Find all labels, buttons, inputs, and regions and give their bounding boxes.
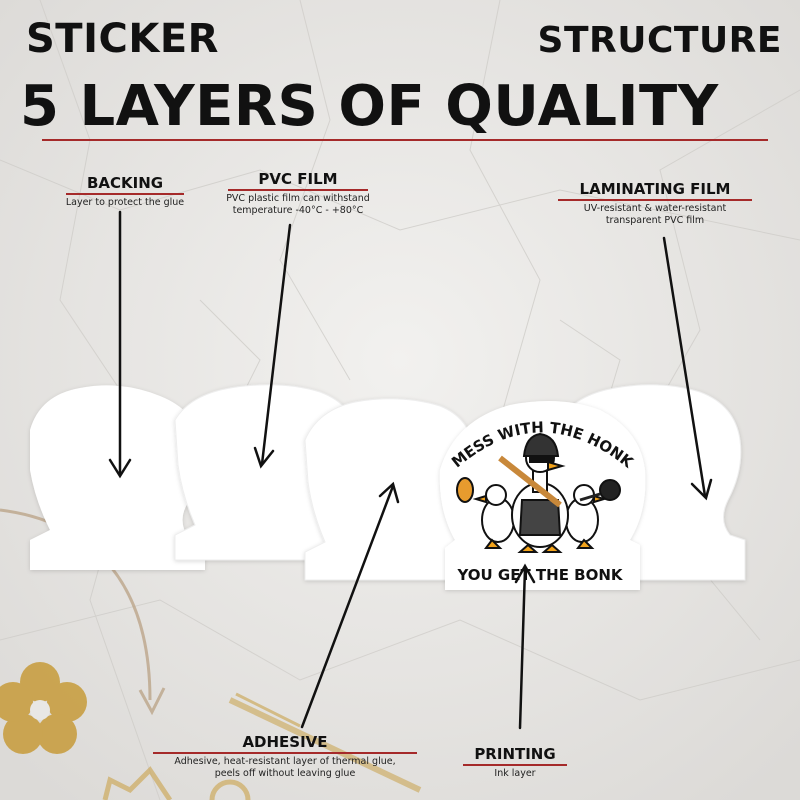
header-word-structure: STRUCTURE — [537, 20, 782, 61]
layer-adhesive: ADHESIVE Adhesive, heat-resistant layer … — [150, 733, 420, 780]
backing-label: BACKING — [86, 174, 164, 192]
printing-label: PRINTING — [474, 745, 556, 763]
pvc-film-description-line2: temperature -40°C - +80°C — [232, 205, 364, 216]
gold-flower-icon — [0, 662, 87, 754]
printing-underline — [463, 764, 567, 766]
printing-description: Ink layer — [494, 768, 536, 779]
adhesive-arrow — [300, 484, 395, 729]
printing-arrow — [518, 566, 527, 730]
pvc-film-arrow — [260, 223, 292, 466]
pvc-film-description-line1: PVC plastic film can withstand — [226, 193, 370, 204]
adhesive-description-line1: Adhesive, heat-resistant layer of therma… — [174, 756, 396, 767]
laminating-film-description-line2: transparent PVC film — [605, 215, 705, 226]
adhesive-description-line2: peels off without leaving glue — [214, 768, 356, 779]
page-title: 5 LAYERS OF QUALITY — [20, 74, 719, 139]
adhesive-underline — [153, 752, 417, 754]
layer-printing: PRINTING Ink layer — [450, 745, 580, 780]
backing-layer-shape — [30, 385, 205, 570]
layer-pvc-film: PVC FILM PVC plastic film can withstand … — [198, 170, 398, 217]
goose-illustration — [456, 432, 621, 553]
laminating-film-label: LAMINATING FILM — [579, 180, 731, 198]
pvc-film-underline — [228, 189, 368, 191]
layer-laminating-film: LAMINATING FILM UV-resistant & water-res… — [555, 180, 755, 227]
laminating-arrow — [662, 236, 707, 498]
layer-backing: BACKING Layer to protect the glue — [40, 174, 210, 209]
title-underline — [42, 139, 768, 141]
backing-underline — [66, 193, 184, 195]
header-word-sticker: STICKER — [26, 16, 219, 62]
adhesive-label: ADHESIVE — [242, 733, 328, 751]
laminating-film-description-line1: UV-resistant & water-resistant — [583, 203, 727, 214]
laminating-film-underline — [558, 199, 752, 201]
backing-description: Layer to protect the glue — [65, 197, 185, 208]
pvc-film-label: PVC FILM — [258, 170, 338, 188]
sticker-bottom-text: YOU GET THE BONK — [456, 566, 623, 584]
